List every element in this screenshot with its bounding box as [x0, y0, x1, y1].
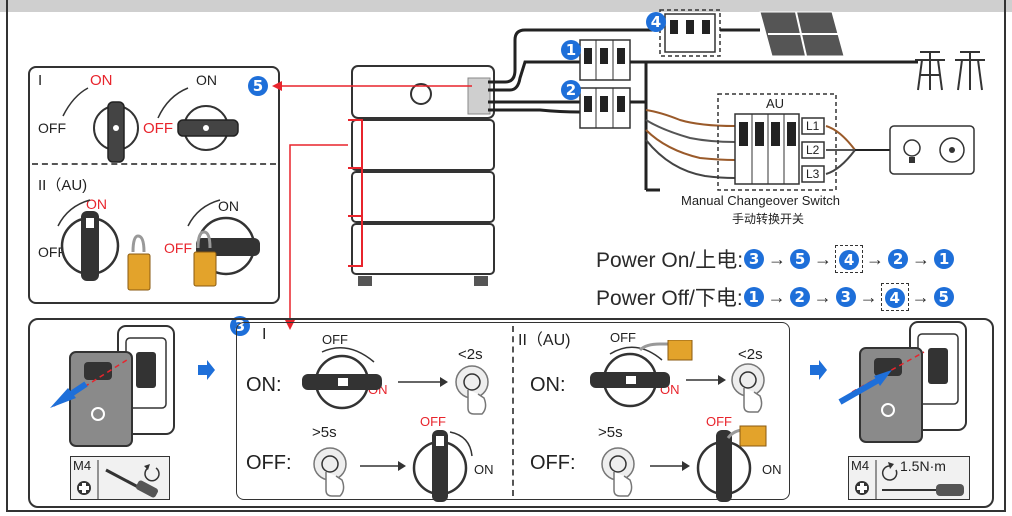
arrow: → — [911, 286, 930, 307]
au-title: AU — [766, 96, 785, 111]
battery-stack — [348, 65, 495, 286]
arrow: → — [813, 286, 832, 307]
arrow: → — [814, 248, 833, 269]
on-row-label: ON: — [530, 374, 566, 396]
m4-label: M4 — [73, 458, 92, 473]
off-row-label: OFF: — [530, 452, 576, 474]
off-label: OFF — [164, 240, 192, 256]
off-label: OFF — [143, 120, 173, 137]
au-caption-en: Manual Changeover Switch — [681, 193, 840, 208]
cover-remove-illustration — [50, 325, 175, 447]
step-2-badge: 2 — [561, 80, 581, 100]
l1-label: L1 — [806, 119, 820, 133]
bottom-section-i: I — [262, 326, 267, 343]
torque-label: 1.5N·m — [900, 458, 946, 474]
power-on-label: Power On/上电: — [596, 249, 744, 272]
l3-label: L3 — [806, 167, 820, 181]
step-4-badge: 4 — [646, 12, 666, 32]
step-3-badge: 3 — [835, 287, 856, 307]
optional-step-box: 4 — [835, 245, 864, 273]
step-2-badge: 2 — [789, 287, 810, 307]
power-off-sequence: Power Off/下电: 1 → 2 → 3 → 4 → 5 — [596, 282, 955, 312]
off-label: OFF — [610, 330, 636, 345]
diagram-frame — [6, 0, 1006, 512]
step-4-badge: 4 — [884, 288, 905, 308]
step-4-badge: 4 — [839, 250, 860, 270]
off-label: OFF — [322, 332, 348, 347]
switch-panel — [28, 66, 280, 304]
on-label: ON — [86, 196, 107, 212]
blue-arrow-icon — [810, 360, 827, 380]
step-3-badge: 3 — [744, 249, 765, 269]
off-label: OFF — [38, 244, 66, 260]
on-label: ON — [90, 72, 113, 89]
step-1-badge: 1 — [561, 40, 581, 60]
power-off-label: Power Off/下电: — [596, 287, 743, 310]
on-label: ON — [474, 462, 494, 477]
on-label: ON — [196, 72, 217, 88]
switch-ii-off-drawing — [601, 425, 767, 502]
step-1-badge: 1 — [934, 249, 955, 269]
top-left-switch-drawings — [57, 87, 260, 291]
au-caption-zh: 手动转换开关 — [732, 212, 805, 226]
power-on-sequence: Power On/上电: 3 → 5 → 4 → 2 → 1 — [596, 244, 955, 274]
header-band — [0, 0, 1012, 12]
screwdriver-icon — [77, 460, 160, 500]
blue-arrow-icon — [198, 360, 215, 380]
section-ii-label: II（AU) — [38, 177, 88, 194]
switch-i-on-drawing — [302, 347, 489, 415]
step-5-badge: 5 — [790, 249, 811, 269]
on-label: ON — [218, 198, 239, 214]
step-1-badge: 1 — [743, 287, 764, 307]
on-label: ON — [762, 462, 782, 477]
arrow: → — [866, 248, 885, 269]
torque-screwdriver-icon — [855, 460, 964, 500]
press-duration-short: <2s — [738, 346, 763, 363]
l2-label: L2 — [806, 143, 820, 157]
arrow: → — [768, 248, 787, 269]
switch-ii-on-drawing — [590, 340, 765, 413]
press-duration-long: >5s — [598, 424, 623, 441]
off-label: OFF — [38, 120, 66, 136]
switch-i-off-drawing — [313, 430, 473, 502]
m4-label: M4 — [851, 458, 870, 473]
switch-panel-divider — [32, 163, 276, 165]
off-label: OFF — [706, 414, 732, 429]
on-row-label: ON: — [246, 374, 282, 396]
optional-step-box: 4 — [880, 283, 909, 311]
cover-install-illustration — [838, 321, 967, 443]
bottom-panel — [28, 318, 994, 508]
bottom-section-ii: II（AU) — [518, 332, 571, 349]
step-5-badge: 5 — [248, 76, 268, 96]
press-duration-short: <2s — [458, 346, 483, 363]
off-label: OFF — [420, 414, 446, 429]
press-duration-long: >5s — [312, 424, 337, 441]
arrow: → — [859, 286, 878, 307]
section-i-label: I — [38, 72, 43, 89]
bottom-divider — [512, 326, 514, 496]
arrow: → — [912, 248, 931, 269]
step-2-badge: 2 — [888, 249, 909, 269]
bottom-inner-panel — [236, 322, 790, 500]
off-row-label: OFF: — [246, 452, 292, 474]
step-5-badge: 5 — [933, 287, 954, 307]
arrow: → — [767, 286, 786, 307]
